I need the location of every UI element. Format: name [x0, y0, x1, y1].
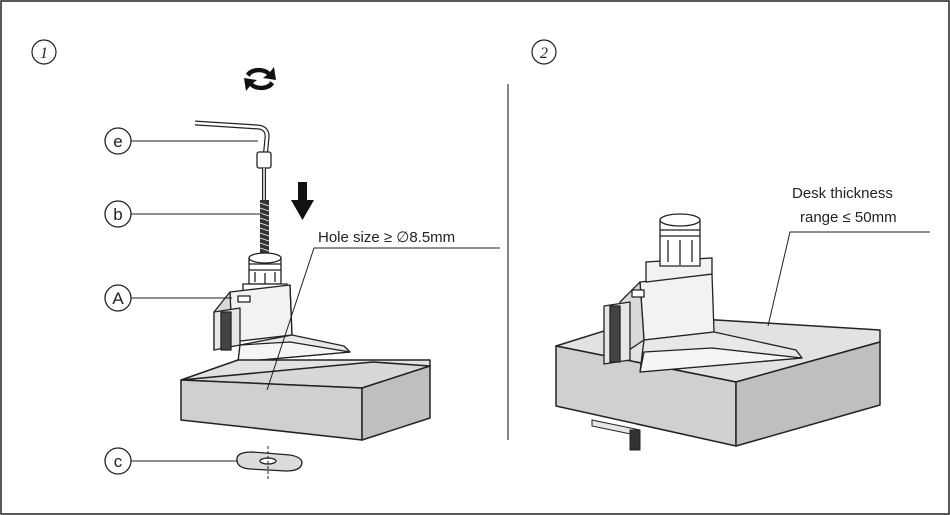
- step-1-number: 1: [40, 45, 48, 62]
- hole-size-annotation: Hole size ≥ ∅8.5mm: [266, 229, 500, 391]
- clamp-body: [213, 284, 351, 363]
- clamp-body-installed: [603, 273, 803, 373]
- desk-block-1: [180, 359, 431, 441]
- desk-thickness-annotation: Desk thickness range ≤ 50mm: [767, 185, 930, 327]
- threaded-bolt: [259, 200, 270, 254]
- callout-a-label: A: [112, 289, 124, 308]
- callout-e: e: [104, 127, 258, 155]
- clamp-knob-installed: [645, 213, 713, 283]
- callout-c: c: [104, 447, 238, 475]
- hex-key: [194, 120, 272, 200]
- washer: [236, 446, 303, 480]
- hole-size-label: Hole size ≥ ∅8.5mm: [318, 229, 455, 246]
- down-arrow-icon: [291, 182, 314, 220]
- callout-b-label: b: [113, 205, 122, 224]
- step-1-marker: 1: [31, 39, 57, 65]
- step-2-marker: 2: [531, 39, 557, 65]
- clamp-bottom-plate: [591, 419, 641, 451]
- desk-thickness-line-1: Desk thickness: [792, 185, 893, 202]
- callout-e-label: e: [113, 132, 122, 151]
- callout-c-label: c: [114, 452, 123, 471]
- rotate-arrows-icon: [244, 67, 276, 91]
- callout-a: A: [104, 284, 232, 312]
- step-2-number: 2: [540, 45, 548, 62]
- callout-b: b: [104, 200, 262, 228]
- desk-thickness-line-2: range ≤ 50mm: [800, 209, 897, 226]
